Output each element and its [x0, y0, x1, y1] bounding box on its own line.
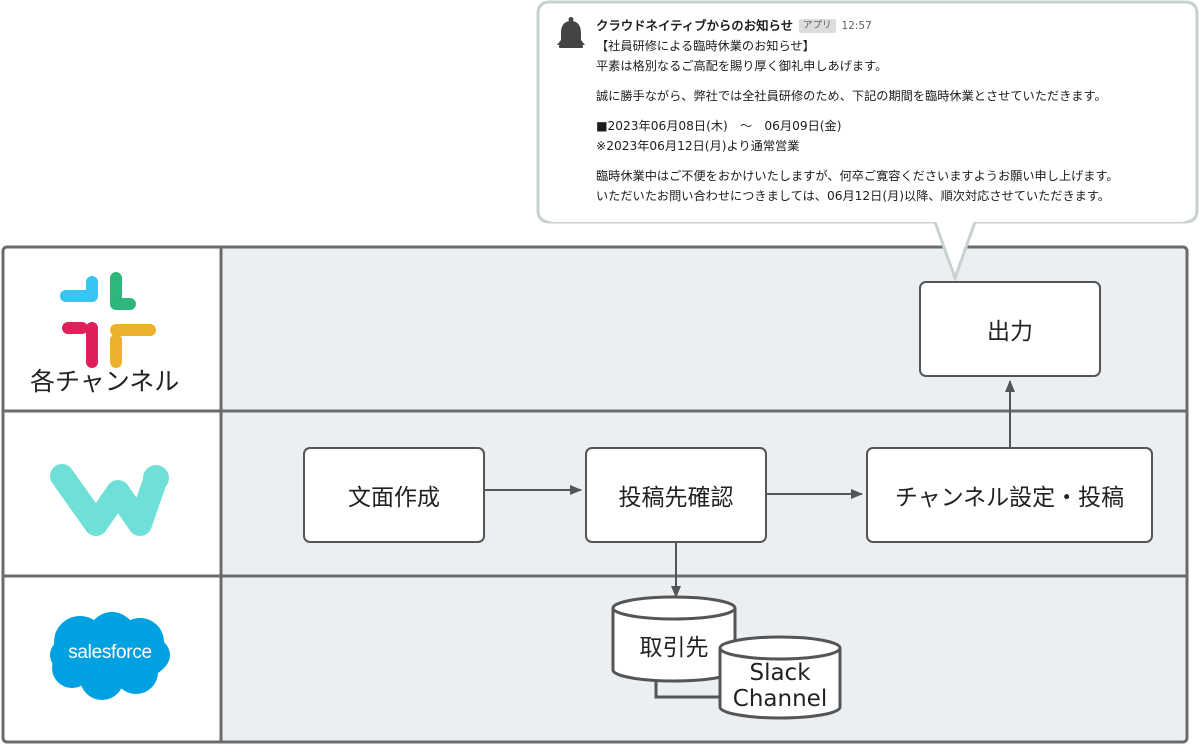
- node-confirm: 投稿先確認: [618, 485, 734, 511]
- notification-header: クラウドネイティブからのお知らせ アプリ 12:57: [596, 16, 1186, 36]
- notification-line: 誠に勝手ながら、弊社では全社員研修のため、下記の期間を臨時休業とさせていただきま…: [596, 89, 1107, 103]
- notification-line: 【社員研修による臨時休業のお知らせ】: [596, 39, 815, 53]
- notification-line: 臨時休業中はご不便をおかけいたしますが、何卒ご寛容くださいますようお願い申し上げ…: [596, 169, 1119, 183]
- node-output-box: [919, 281, 1101, 377]
- db-slack-channel-shape: [718, 635, 842, 720]
- db-accounts-label: 取引先: [639, 635, 709, 661]
- node-compose-box: [303, 447, 485, 543]
- salesforce-logo-text: salesforce: [68, 642, 152, 663]
- notification-line: ※2023年06月12日(月)より通常営業: [596, 139, 800, 153]
- node-output: 出力: [987, 319, 1033, 345]
- node-compose: 文面作成: [348, 485, 440, 511]
- node-channel-post: チャンネル設定・投稿: [894, 485, 1125, 511]
- slack-logo: [60, 272, 156, 368]
- bell-icon: [557, 17, 585, 48]
- notification-line: ■2023年06月08日(木) ～ 06月09日(金): [596, 119, 842, 133]
- notification-time[interactable]: 12:57: [841, 20, 872, 32]
- notification-line: いただいたお問い合わせにつきましては、06月12日(月)以降、順次対応させていた…: [596, 189, 1111, 203]
- notification-line: 平素は格別なるご高配を賜り厚く御礼申しあげます。: [596, 59, 888, 73]
- notification-bubble: クラウドネイティブからのお知らせ アプリ 12:57 【社員研修による臨時休業の…: [540, 4, 1195, 222]
- w-app-logo: [50, 464, 169, 536]
- db-slack-channel-label-2: Channel: [732, 686, 828, 712]
- app-badge: アプリ: [799, 19, 836, 33]
- db-connector: [654, 680, 720, 699]
- notification-sender[interactable]: クラウドネイティブからのお知らせ: [596, 18, 794, 33]
- salesforce-logo: [50, 612, 170, 700]
- lane-label-channels: 各チャンネル: [30, 367, 180, 396]
- db-slack-channel-label-1: Slack: [749, 660, 811, 686]
- notification-content: クラウドネイティブからのお知らせ アプリ 12:57 【社員研修による臨時休業の…: [596, 16, 1186, 206]
